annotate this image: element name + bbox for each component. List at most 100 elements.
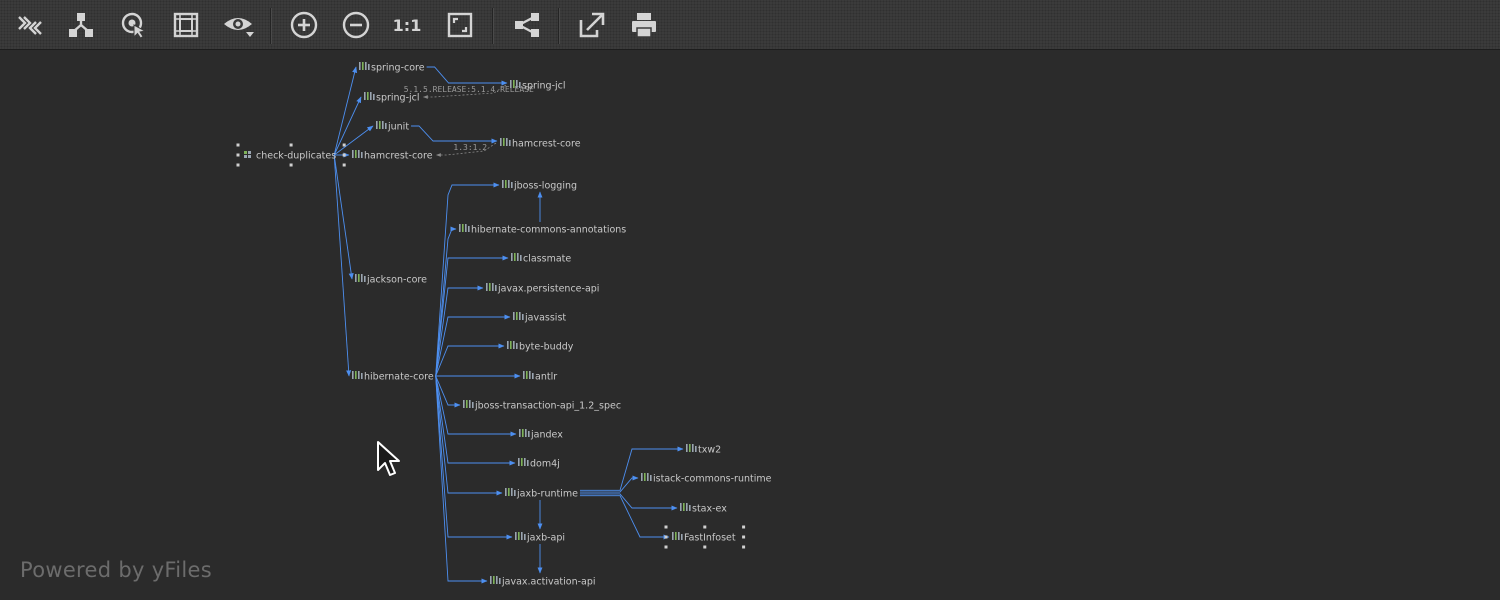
selection-handle[interactable] <box>289 163 293 167</box>
selection-handle[interactable] <box>742 545 746 549</box>
dependency-edge[interactable] <box>435 226 457 377</box>
selection-handle[interactable] <box>742 525 746 529</box>
layout-button[interactable] <box>63 7 99 43</box>
zoom-in-button[interactable] <box>286 7 322 43</box>
dependency-edge[interactable] <box>435 375 517 437</box>
graph-node[interactable]: javassist <box>513 312 566 324</box>
library-icon <box>459 224 470 232</box>
fit-page-button[interactable] <box>442 7 478 43</box>
dependency-edge[interactable] <box>435 375 488 584</box>
graph-node[interactable]: junit <box>376 121 409 133</box>
selection-handle[interactable] <box>664 535 668 539</box>
graph-node[interactable]: hamcrest-core <box>352 150 433 162</box>
graph-node[interactable]: javax.activation-api <box>490 576 596 588</box>
graph-node[interactable]: hibernate-commons-annotations <box>459 224 626 236</box>
selection-handle[interactable] <box>236 153 240 157</box>
library-icon <box>641 473 652 481</box>
graph-node[interactable]: spring-jcl <box>364 92 420 104</box>
graph-node[interactable]: hibernate-core <box>352 371 434 383</box>
dependency-edge[interactable] <box>435 314 511 377</box>
graph-node[interactable]: jackson-core <box>355 274 427 286</box>
graph-node[interactable]: jandex <box>519 429 563 441</box>
graph-node[interactable]: jaxb-runtime <box>505 488 578 500</box>
dependency-edge[interactable] <box>579 495 670 540</box>
dependency-edge[interactable] <box>333 154 354 280</box>
dependency-edge[interactable] <box>333 66 358 156</box>
toolbar-separator <box>558 8 560 44</box>
dependency-edge[interactable] <box>435 182 500 377</box>
dependency-edge[interactable] <box>333 96 362 156</box>
graph-node[interactable]: hamcrest-core <box>500 138 581 150</box>
select-neighbors-button[interactable] <box>116 7 152 43</box>
graph-node[interactable]: jaxb-api <box>515 532 565 544</box>
node-label: dom4j <box>530 459 560 470</box>
selection-handle[interactable] <box>703 545 707 549</box>
graph-node[interactable]: jboss-logging <box>502 180 577 192</box>
graph-node[interactable]: FastInfoset <box>664 525 746 549</box>
selection-handle[interactable] <box>342 163 346 167</box>
conflict-edge[interactable] <box>423 84 507 99</box>
node-label: jandex <box>530 430 563 441</box>
selection-handle[interactable] <box>236 163 240 167</box>
library-icon <box>352 371 363 379</box>
expand-collapse-icon <box>18 16 42 35</box>
dependency-edge[interactable] <box>435 375 513 540</box>
graph-node[interactable]: jboss-transaction-api_1.2_spec <box>463 400 621 412</box>
graph-node[interactable]: classmate <box>511 253 571 265</box>
selection-handle[interactable] <box>664 545 668 549</box>
zoom-out-button[interactable] <box>338 7 374 43</box>
fit-content-button[interactable] <box>168 7 204 43</box>
selection-handle[interactable] <box>342 143 346 147</box>
graph-node[interactable]: istack-commons-runtime <box>641 473 772 485</box>
graph-node[interactable]: antlr <box>523 371 557 383</box>
dependency-edge[interactable] <box>435 375 516 466</box>
dependency-edge[interactable] <box>435 285 484 377</box>
graph-node[interactable]: spring-jcl <box>510 80 566 92</box>
library-icon <box>486 283 497 291</box>
conflict-edge[interactable] <box>436 142 497 157</box>
graph-node[interactable]: txw2 <box>686 444 721 456</box>
dependency-edge[interactable] <box>426 66 508 86</box>
export-button[interactable] <box>574 7 610 43</box>
graph-node[interactable]: dom4j <box>518 458 560 470</box>
dependency-edge[interactable] <box>333 154 352 377</box>
actual-size-button[interactable]: 1:1 <box>389 7 425 43</box>
dependency-edge[interactable] <box>579 475 639 493</box>
fit-page-icon <box>447 12 473 38</box>
dependency-edge[interactable] <box>579 446 684 491</box>
graph-node[interactable]: spring-core <box>359 62 425 74</box>
view-options-button[interactable] <box>221 7 257 43</box>
graph-node[interactable]: check-duplicates <box>236 143 346 167</box>
dependency-edge[interactable] <box>435 255 509 377</box>
dependency-edge[interactable] <box>435 375 503 496</box>
library-icon <box>502 180 513 188</box>
node-label: spring-jcl <box>376 93 420 104</box>
dependency-edge[interactable] <box>435 343 505 377</box>
selection-handle[interactable] <box>236 143 240 147</box>
node-label: hibernate-commons-annotations <box>471 225 626 236</box>
share-button[interactable] <box>508 7 544 43</box>
graph-node[interactable]: byte-buddy <box>507 341 574 353</box>
selection-handle[interactable] <box>742 535 746 539</box>
expand-collapse-button[interactable] <box>12 7 48 43</box>
node-label: spring-jcl <box>522 81 566 92</box>
graph-node[interactable]: javax.persistence-api <box>486 283 599 295</box>
print-button[interactable] <box>626 7 662 43</box>
selection-handle[interactable] <box>664 525 668 529</box>
selection-handle[interactable] <box>342 153 346 157</box>
dependency-edge[interactable] <box>435 375 461 408</box>
dependency-edge[interactable] <box>579 493 678 511</box>
library-icon <box>513 312 524 320</box>
selection-handle[interactable] <box>703 525 707 529</box>
hierarchic-layout-icon <box>69 13 93 37</box>
dependency-edge[interactable] <box>333 125 374 156</box>
graph-node[interactable]: stax-ex <box>680 503 727 515</box>
dependency-edge[interactable] <box>411 125 498 144</box>
selection-handle[interactable] <box>289 143 293 147</box>
mouse-cursor-icon <box>377 441 400 476</box>
toolbar-separator <box>270 8 272 44</box>
library-icon <box>510 80 521 88</box>
node-label: jackson-core <box>366 275 427 286</box>
